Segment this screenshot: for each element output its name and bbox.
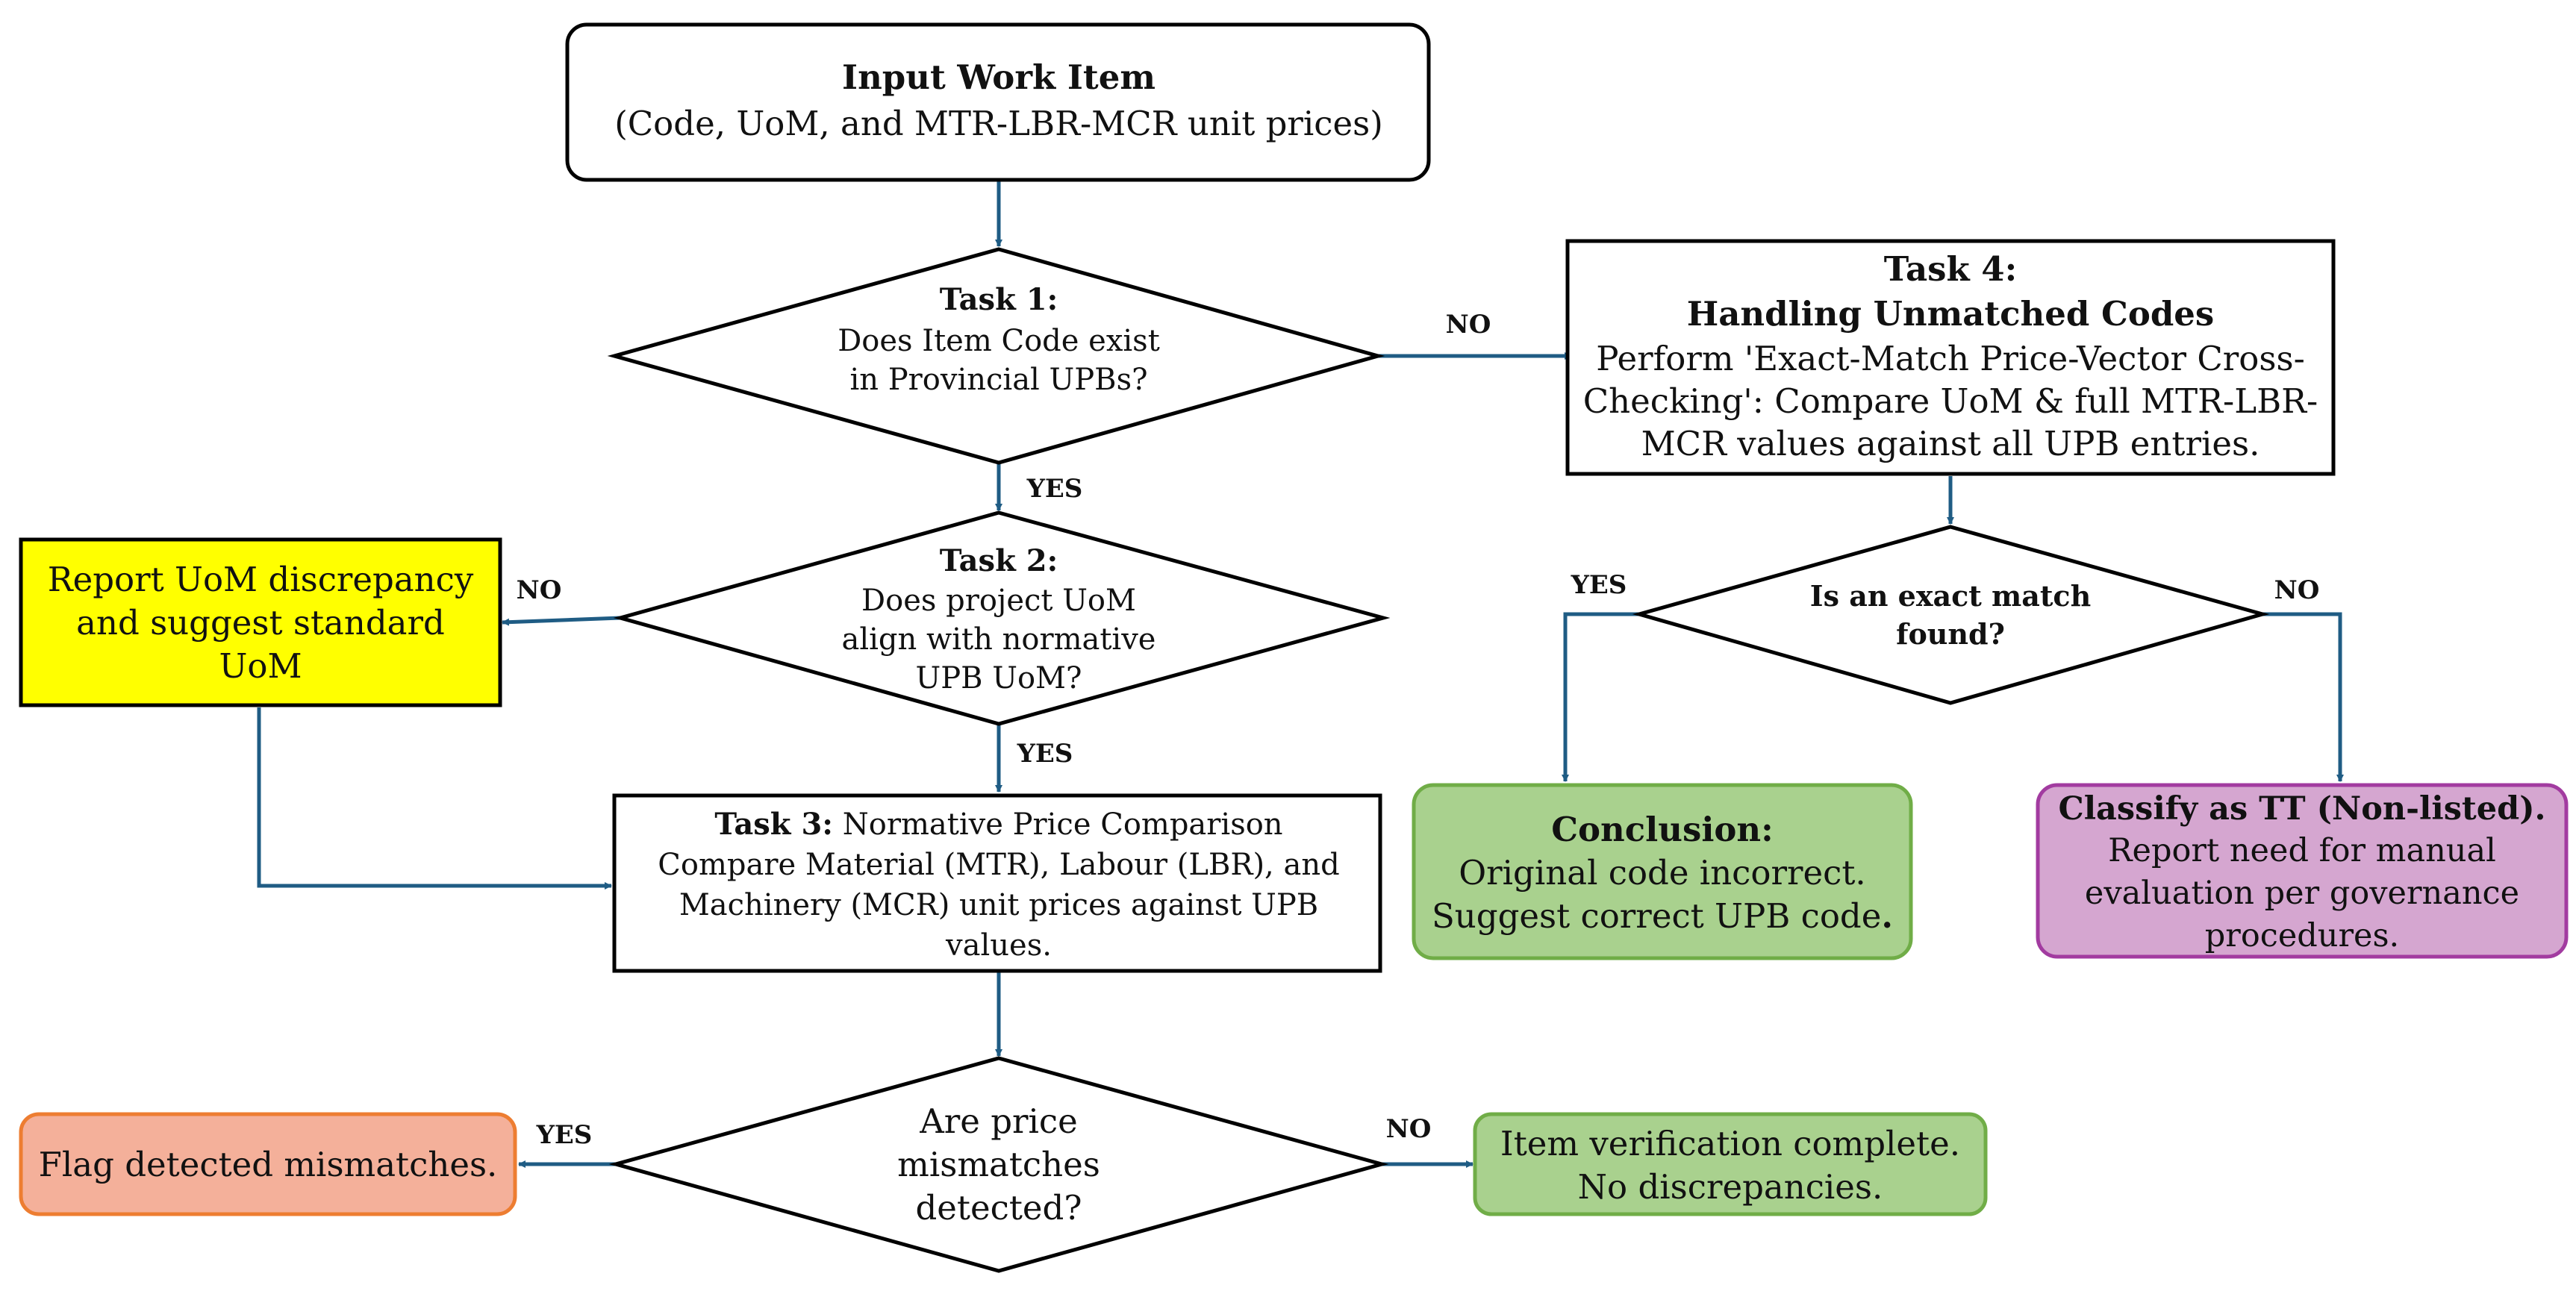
task2-decision: Task 2: Does project UoM align with norm… <box>613 510 1391 726</box>
input-work-item-box: Input Work Item (Code, UoM, and MTR-LBR-… <box>565 22 1431 182</box>
input-title: Input Work Item <box>842 57 1156 97</box>
task1-title: Task 1: <box>940 282 1058 317</box>
task4-box: Task 4: Handling Unmatched Codes Perform… <box>1565 239 2336 476</box>
input-subtitle: (Code, UoM, and MTR-LBR-MCR unit prices) <box>614 104 1383 143</box>
price-mismatch-line1: Are price <box>919 1101 1078 1141</box>
verification-complete-line2: No discrepancies. <box>1578 1167 1883 1207</box>
conclusion-line3-text: Suggest correct UPB code <box>1432 896 1881 936</box>
edge-label-match-yes: YES <box>1571 570 1627 600</box>
verification-complete-line1: Item verification complete. <box>1500 1124 1960 1163</box>
task1-line3: in Provincial UPBs? <box>849 363 1147 397</box>
flag-mismatches-text: Flag detected mismatches. <box>39 1145 498 1184</box>
task4-line4: Checking': Compare UoM & full MTR-LBR- <box>1583 381 2318 421</box>
task3-line1-rest: Normative Price Comparison <box>833 807 1283 842</box>
conclusion-line3: Suggest correct UPB code. <box>1432 896 1893 936</box>
task2-line2: Does project UoM <box>861 584 1136 618</box>
price-mismatch-line3: detected? <box>915 1188 1082 1228</box>
price-mismatch-line2: mismatches <box>897 1145 1100 1184</box>
exact-match-line1: Is an exact match <box>1810 579 2091 613</box>
task4-subtitle: Handling Unmatched Codes <box>1687 294 2215 334</box>
edge-match-classify <box>2262 612 2344 782</box>
edge-label-task1-no: NO <box>1446 310 1491 340</box>
task4-title: Task 4: <box>1884 249 2017 289</box>
price-mismatch-decision: Are price mismatches detected? <box>608 1056 1389 1273</box>
task1-line2: Does Item Code exist <box>838 324 1160 358</box>
task3-box: Task 3: Normative Price Comparison Compa… <box>612 793 1382 973</box>
report-uom-line2: and suggest standard <box>76 603 445 643</box>
conclusion-line2: Original code incorrect. <box>1459 853 1865 893</box>
report-uom-line1: Report UoM discrepancy <box>48 560 474 599</box>
edge-task2-report <box>502 616 621 626</box>
edge-label-match-no: NO <box>2274 575 2320 605</box>
edge-report-task3 <box>257 707 612 890</box>
verification-complete-box: Item verification complete. No discrepan… <box>1473 1112 1988 1216</box>
report-uom-line3: UoM <box>219 646 302 686</box>
edge-label-task1-yes: YES <box>1026 474 1083 504</box>
task4-line3: Perform 'Exact-Match Price-Vector Cross- <box>1596 339 2305 378</box>
task3-line3: Machinery (MCR) unit prices against UPB <box>679 888 1318 922</box>
exact-match-decision: Is an exact match found? <box>1632 525 2270 705</box>
exact-match-line2: found? <box>1896 617 2005 651</box>
task3-title: Task 3: <box>714 807 833 842</box>
task3-line2: Compare Material (MTR), Labour (LBR), an… <box>658 848 1339 882</box>
task2-line4: UPB UoM? <box>916 661 1082 696</box>
flag-mismatches-box: Flag detected mismatches. <box>19 1112 517 1216</box>
report-uom-box: Report UoM discrepancy and suggest stand… <box>19 537 502 707</box>
classify-tt-line3: evaluation per governance <box>2085 875 2519 912</box>
conclusion-title: Conclusion: <box>1551 810 1774 849</box>
task4-line5: MCR values against all UPB entries. <box>1641 424 2260 463</box>
task3-line4: values. <box>945 928 1052 963</box>
task1-decision: Task 1: Does Item Code exist in Provinci… <box>607 247 1385 465</box>
conclusion-box: Conclusion: Original code incorrect. Sug… <box>1412 783 1913 960</box>
edge-label-task2-yes: YES <box>1017 739 1073 769</box>
classify-tt-line2: Report need for manual <box>2108 832 2496 869</box>
edge-label-mismatch-yes: YES <box>536 1120 593 1150</box>
edge-match-conclusion <box>1562 612 1639 782</box>
task2-line3: align with normative <box>842 622 1156 657</box>
task3-line1: Task 3: Normative Price Comparison <box>714 807 1282 842</box>
classify-tt-box: Classify as TT (Non-listed). Report need… <box>2036 783 2569 959</box>
edge-label-task2-no: NO <box>517 575 562 605</box>
edge-label-mismatch-no: NO <box>1386 1114 1432 1144</box>
classify-tt-title: Classify as TT (Non-listed). <box>2058 790 2545 828</box>
classify-tt-line4: procedures. <box>2205 917 2399 954</box>
task2-title: Task 2: <box>940 543 1058 578</box>
conclusion-line3-period: . <box>1881 896 1893 936</box>
